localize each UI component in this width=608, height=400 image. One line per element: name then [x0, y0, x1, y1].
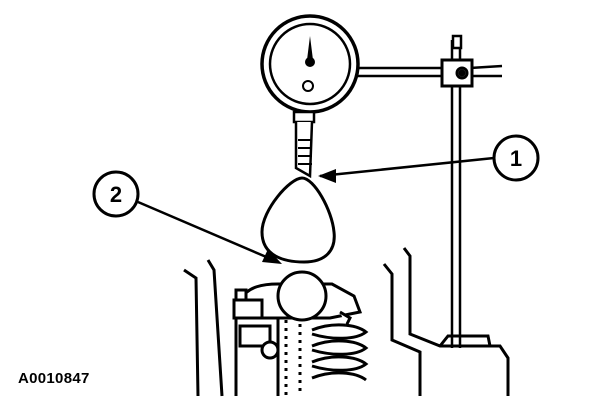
indicator-contact-tip	[260, 176, 336, 264]
cylinder-head	[183, 247, 510, 397]
dial-needle	[307, 36, 313, 60]
stand-arm	[352, 64, 503, 78]
stand-post	[450, 34, 463, 348]
callout-2: 2	[92, 170, 282, 264]
figure-id-label: A0010847	[18, 370, 90, 387]
dial-indicator	[260, 14, 360, 179]
valve-stem-tip	[276, 270, 328, 322]
clamp-block	[440, 58, 474, 88]
callout-2-label: 2	[110, 182, 122, 207]
callout-1: 1	[318, 134, 540, 183]
callout-1-label: 1	[510, 146, 522, 171]
